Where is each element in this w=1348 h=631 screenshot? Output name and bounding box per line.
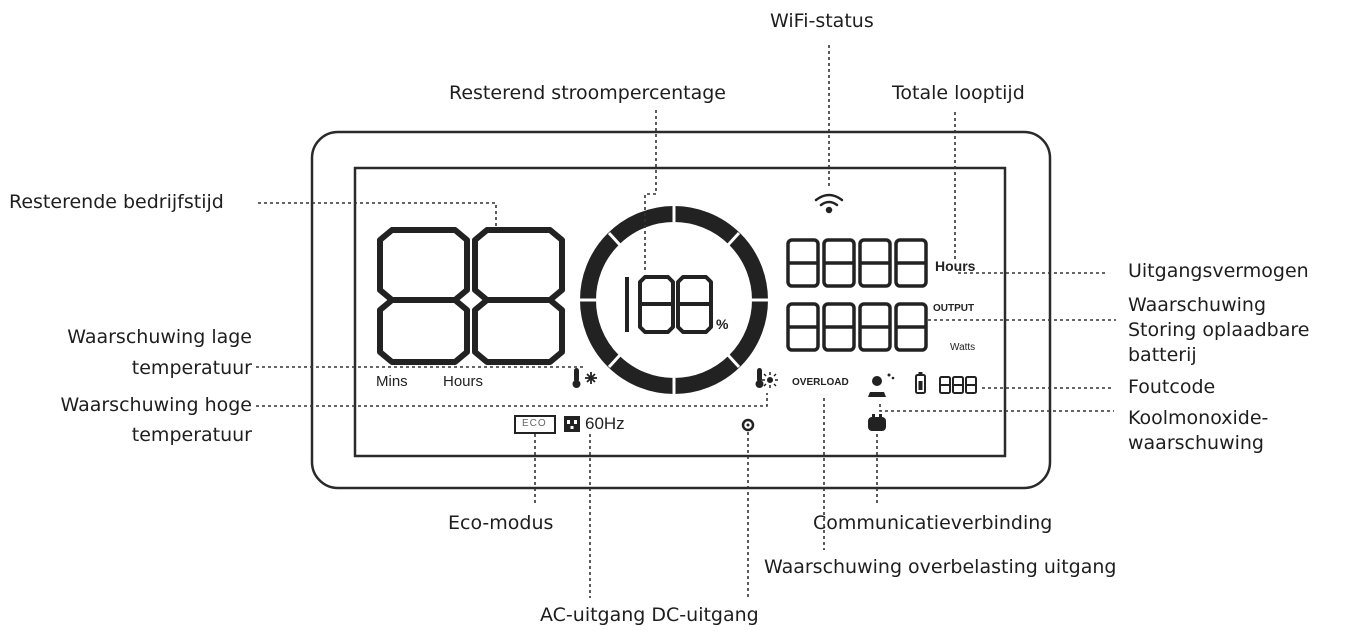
battery-fault-line-1: Waarschuwing <box>1128 294 1267 316</box>
low-temp-warning-label: Waarschuwing lage temperatuur <box>0 325 252 381</box>
eco-mode-label: Eco-modus <box>448 512 554 534</box>
battery-fault-line-2: Storing oplaadbare <box>1128 319 1310 341</box>
wifi-icon <box>814 193 844 214</box>
hours-label-left: Hours <box>443 373 484 390</box>
low-temp-line-1: Waarschuwing lage <box>67 326 252 348</box>
low-temp-line-2: temperatuur <box>131 357 252 379</box>
hours-label-right: Hours <box>935 258 976 274</box>
gear-icon <box>741 418 755 432</box>
co-alarm-icon <box>868 373 895 397</box>
battery-fault-warning-label: Waarschuwing Storing oplaadbare batterij <box>1128 293 1309 368</box>
segment-digit <box>472 227 565 365</box>
battery-icon <box>915 372 926 394</box>
device-housing <box>310 130 1052 490</box>
ac-outlet-icon <box>564 416 580 432</box>
eco-mode-box <box>514 415 556 434</box>
wifi-status-label: WiFi-status <box>770 10 874 32</box>
percentage-digits <box>625 275 713 334</box>
lcd-screen <box>353 166 1007 458</box>
output-power-label: Uitgangsvermogen <box>1128 260 1309 282</box>
output-power-digits <box>786 302 928 352</box>
watts-label: Watts <box>950 342 976 353</box>
communication-link-label: Communicatieverbinding <box>813 512 1053 534</box>
battery-fault-line-3: batterij <box>1128 344 1197 366</box>
high-temp-warning-label: Waarschuwing hoge temperatuur <box>0 393 252 448</box>
eco-label: ECO <box>522 418 547 429</box>
thermometer-hot-icon <box>755 368 778 388</box>
high-temp-line-1: Waarschuwing hoge <box>60 394 252 416</box>
co-warning-line-1: Koolmonoxide- <box>1128 407 1269 429</box>
high-temp-line-2: temperatuur <box>131 424 252 446</box>
co-warning-label: Koolmonoxide- waarschuwing <box>1128 406 1268 456</box>
mins-label: Mins <box>376 373 408 390</box>
remaining-operating-time-label: Resterende bedrijfstijd <box>9 191 224 213</box>
error-code-digits <box>939 376 977 394</box>
co-warning-line-2: waarschuwing <box>1128 432 1264 454</box>
percent-sign: % <box>716 316 729 332</box>
error-code-label: Foutcode <box>1128 376 1216 398</box>
link-icon <box>868 414 886 431</box>
ac-dc-output-label: AC-uitgang DC-uitgang <box>540 604 759 626</box>
remaining-time-digits <box>377 227 565 365</box>
runtime-digits <box>786 238 928 288</box>
overload-label: OVERLOAD <box>792 377 849 388</box>
total-runtime-label: Totale looptijd <box>892 82 1025 104</box>
remaining-power-percentage-label: Resterend stroompercentage <box>449 82 726 104</box>
frequency-label: 60Hz <box>585 414 625 433</box>
thermometer-cold-icon <box>572 368 597 388</box>
segment-digit <box>377 227 470 365</box>
output-label: OUTPUT <box>933 303 975 314</box>
leader-lines <box>256 45 1116 598</box>
output-overload-warning-label: Waarschuwing overbelasting uitgang <box>764 556 1117 578</box>
